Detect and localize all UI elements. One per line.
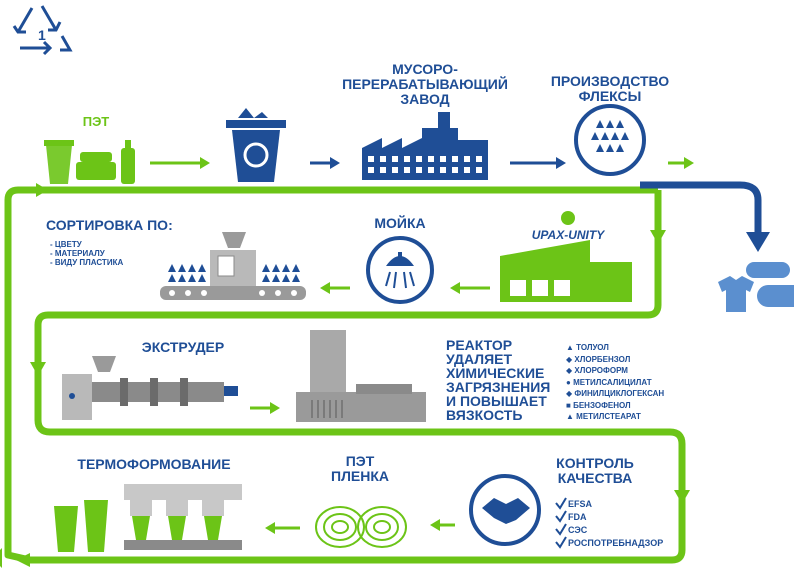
chemicals-list: ▲ ТОЛУОЛ ◆ ХЛОРБЕНЗОЛ ◆ ХЛОРОФОРМ ● МЕТИ… (566, 342, 664, 423)
plant-label: МУСОРО- ПЕРЕРАБАТЫВАЮЩИЙ ЗАВОД (320, 62, 530, 107)
pet-products-icon (44, 140, 135, 184)
pet-label: ПЭТ (82, 114, 110, 129)
quality-label-line: КОНТРОЛЬ (556, 455, 634, 471)
reactor-line: ХИМИЧЕСКИЕ (446, 365, 545, 381)
recycle-bin-icon (226, 108, 286, 182)
check-icons (555, 497, 567, 549)
reactor-line: И ПОВЫШАЕТ (446, 393, 547, 409)
recycle-number: 1 (38, 27, 46, 43)
reactor-description: РЕАКТОР УДАЛЯЕТ ХИМИЧЕСКИЕ ЗАГРЯЗНЕНИЯ И… (446, 338, 550, 422)
quality-label: КОНТРОЛЬ КАЧЕСТВА (540, 456, 650, 486)
certification-item: EFSA (568, 499, 593, 509)
chemical-item: ● МЕТИЛСАЛИЦИЛАТ (566, 377, 652, 387)
chemical-item: ■ БЕНЗОФЕНОЛ (566, 400, 631, 410)
plant-label-line: МУСОРО- (392, 61, 458, 77)
chemical-item: ◆ ФИНИЛЦИКЛОГЕКСАН (566, 389, 665, 398)
flakes-label-line: ПРОИЗВОДСТВО (550, 73, 670, 89)
plant-label-line: ЗАВОД (400, 91, 450, 107)
reactor-line: РЕАКТОР (446, 337, 513, 353)
handshake-icon (469, 474, 541, 546)
sorting-criterion: - МАТЕРИАЛУ (50, 249, 105, 258)
thermoforming-press-icon (124, 484, 242, 550)
certifications-list: EFSA FDA СЭС РОСПОТРЕБНАДЗОР (568, 498, 663, 550)
sorting-criteria-list: - ЦВЕТУ - МАТЕРИАЛУ - ВИДУ ПЛАСТИКА (50, 240, 123, 267)
recycle-triangle-icon (12, 5, 73, 56)
reactor-line: УДАЛЯЕТ (446, 351, 513, 367)
washing-icon (366, 236, 434, 304)
pet-film-label-line: ПЛЕНКА (331, 468, 389, 484)
reactor-icon (296, 330, 426, 422)
thermoforming-label: ТЕРМОФОРМОВАНИЕ (77, 456, 231, 472)
certification-item: СЭС (568, 525, 588, 535)
flakes-label-line: ФЛЕКСЫ (578, 88, 642, 104)
loop-arrowheads (0, 183, 690, 568)
sorting-criterion: - ЦВЕТУ (50, 240, 82, 249)
washing-label: МОЙКА (374, 215, 426, 231)
sorting-machine-icon (160, 232, 306, 300)
chemical-item: ◆ ХЛОРОФОРМ (566, 366, 628, 375)
cups-icon (54, 500, 108, 552)
extruder-label: ЭКСТРУДЕР (141, 339, 225, 355)
chemical-item: ▲ МЕТИЛСТЕАРАТ (566, 412, 641, 421)
reactor-line: ЗАГРЯЗНЕНИЯ (446, 379, 551, 395)
certification-item: FDA (568, 512, 587, 522)
film-rolls-icon (315, 506, 407, 548)
chemical-item: ◆ ХЛОРБЕНЗОЛ (566, 354, 631, 364)
upax-unity-building-icon (500, 211, 632, 302)
chemical-item: ▲ ТОЛУОЛ (566, 343, 609, 352)
reactor-line: ВЯЗКОСТЬ (446, 407, 523, 423)
flakes-icon (574, 104, 646, 176)
pet-film-label-line: ПЭТ (345, 453, 375, 469)
sorting-criterion: - ВИДУ ПЛАСТИКА (50, 258, 124, 267)
green-flow-loop (4, 186, 686, 564)
quality-label-line: КАЧЕСТВА (557, 470, 633, 486)
brand-label: UPAX-UNITY (531, 228, 605, 242)
plant-label-line: ПЕРЕРАБАТЫВАЮЩИЙ (342, 76, 508, 92)
pet-film-label: ПЭТ ПЛЕНКА (320, 454, 400, 484)
certification-item: РОСПОТРЕБНАДЗОР (568, 538, 664, 548)
clothes-and-rolls-icon (718, 262, 794, 312)
sorting-title: СОРТИРОВКА ПО: (46, 217, 173, 233)
flakes-label: ПРОИЗВОДСТВО ФЛЕКСЫ (540, 74, 680, 104)
extruder-icon (62, 356, 238, 420)
